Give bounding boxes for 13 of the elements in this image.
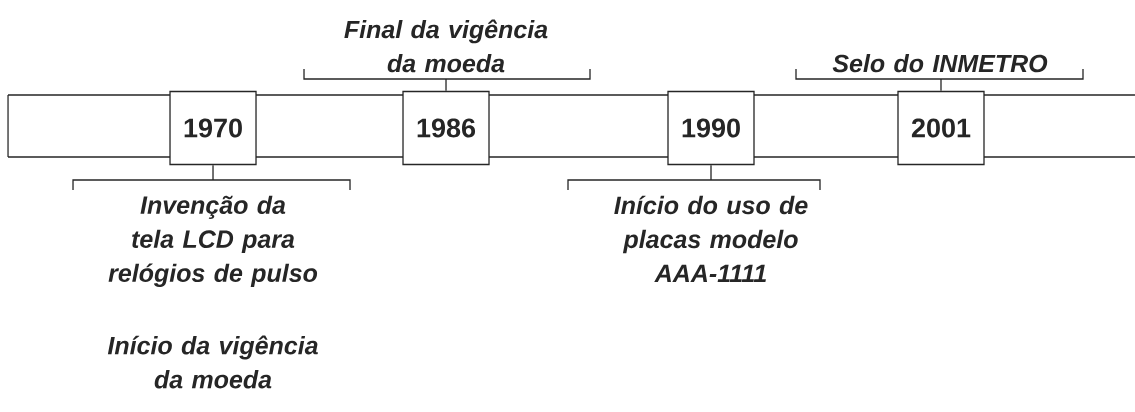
bracket: [795, 68, 1084, 92]
event-label: Invenção da tela LCD para relógios de pulso: [108, 195, 318, 287]
event-label: Selo do INMETRO: [832, 53, 1048, 73]
event-label: Início do uso de placas modelo AAA-1111: [614, 195, 808, 282]
bracket: [303, 68, 591, 92]
year-box: 1990: [667, 90, 755, 166]
event-label: Final da vigência da moeda: [344, 19, 548, 73]
year-box: 1970: [169, 90, 257, 166]
bracket: [72, 164, 351, 191]
year-box: 1986: [402, 90, 490, 166]
bracket: [567, 164, 821, 191]
event-label: Início da vigência da moeda: [107, 335, 318, 389]
year-box: 2001: [897, 90, 985, 166]
